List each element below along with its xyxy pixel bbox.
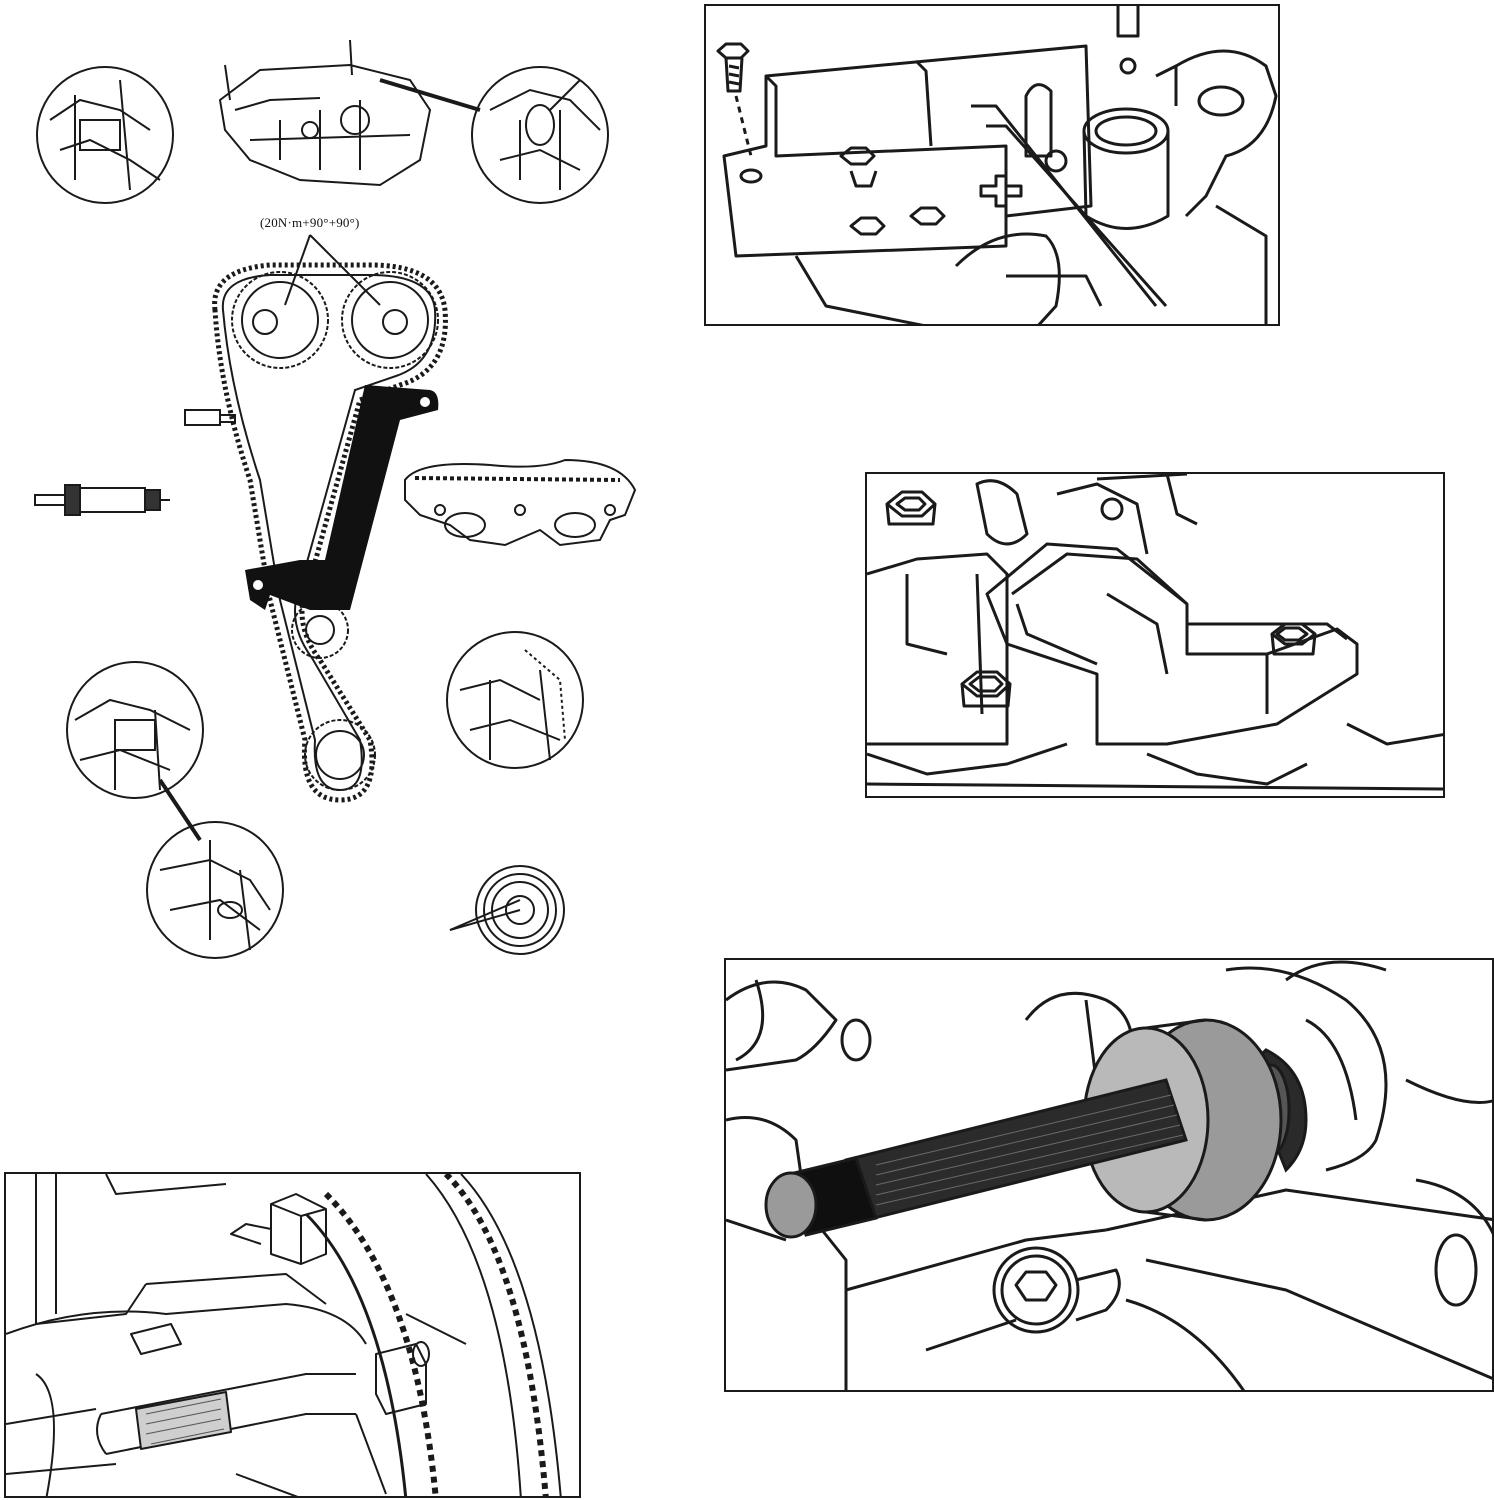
locking-bracket-icon	[245, 385, 439, 610]
threaded-rod-puller-illustration	[726, 960, 1492, 1390]
timing-chain-diagram: (20N·m+90°+90°)	[20, 39, 660, 980]
camshaft-alignment-bar-panel	[865, 472, 1445, 798]
locking-pin-icon	[34, 484, 170, 516]
threaded-rod-puller-panel	[724, 958, 1494, 1392]
camshaft-locking-plate-illustration	[716, 6, 1278, 324]
locking-plate-outline	[722, 44, 1093, 258]
flywheel-icon	[304, 1174, 562, 1496]
alignment-bar-outline	[985, 542, 1359, 746]
timing-chain-icon	[212, 262, 448, 803]
crankshaft-pulley-icon	[449, 865, 565, 955]
torque-spec-label: (20N·m+90°+90°)	[260, 215, 360, 230]
detail-circle-mid-left	[66, 661, 204, 799]
engine-head-sketch	[218, 39, 432, 187]
camshaft-sprocket-icon	[231, 271, 439, 369]
detail-circle-top-left	[36, 66, 174, 204]
detail-circle-top-right	[471, 66, 609, 204]
camshaft-locking-plate-panel	[704, 4, 1280, 326]
bolt-icon	[716, 42, 753, 157]
timing-chain-illustration	[34, 39, 637, 959]
threaded-rod-icon	[764, 1018, 1308, 1239]
camshaft-locking-tool-icon	[404, 458, 637, 547]
flywheel-locking-pin-illustration	[6, 1174, 562, 1496]
detail-circle-bottom-left	[146, 821, 284, 959]
flywheel-locking-pin-panel	[4, 1172, 581, 1498]
camshaft-alignment-bar-illustration	[867, 474, 1443, 791]
locking-pin-icon	[96, 1341, 430, 1455]
detail-circle-mid-right	[446, 631, 584, 769]
